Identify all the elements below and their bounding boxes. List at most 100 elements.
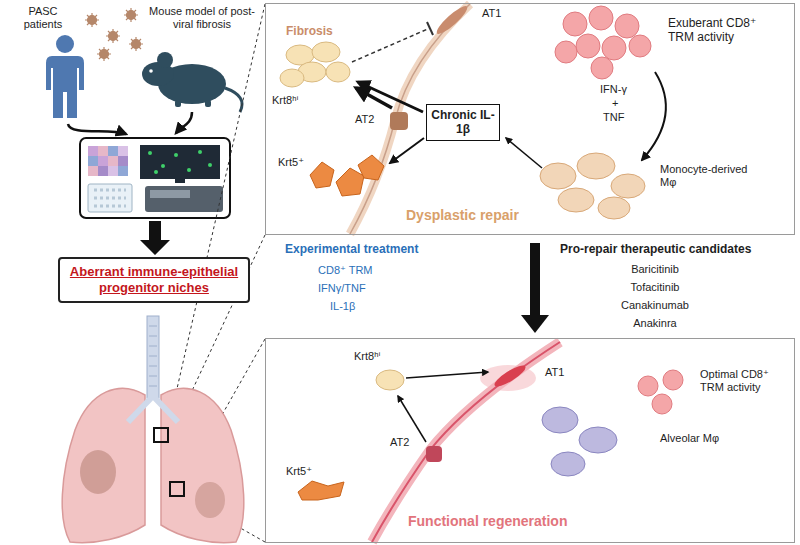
t-cell bbox=[652, 394, 672, 414]
macrophage bbox=[577, 153, 615, 179]
block-arrow bbox=[521, 243, 549, 333]
cd8-trm-cells bbox=[638, 370, 683, 414]
annotation-label: PASC patients bbox=[10, 5, 76, 31]
macrophage bbox=[598, 197, 630, 219]
annotation-label: Krt5⁺ bbox=[278, 156, 304, 169]
alveolar-macrophages bbox=[542, 407, 617, 476]
mouse-foot bbox=[205, 100, 211, 107]
macrophage bbox=[551, 452, 585, 476]
macrophage bbox=[558, 188, 594, 212]
krt5-cell bbox=[298, 481, 344, 500]
monitor-stand bbox=[175, 179, 185, 183]
patient-icon bbox=[46, 35, 84, 118]
head bbox=[56, 35, 74, 53]
heatmap-cell bbox=[118, 146, 128, 156]
heatmap-cell bbox=[88, 166, 98, 176]
t-cell bbox=[615, 14, 639, 38]
zoom-line bbox=[168, 4, 265, 428]
virus-spikes bbox=[129, 37, 143, 51]
differentiation-arrow bbox=[406, 372, 488, 378]
annotation-label: AT1 bbox=[482, 7, 501, 20]
monocyte-macrophages bbox=[540, 153, 645, 219]
cell-dot bbox=[154, 170, 158, 174]
bronchi bbox=[128, 396, 178, 422]
krt8-cell bbox=[326, 62, 350, 82]
krt8-cell bbox=[376, 370, 404, 390]
cell-dot bbox=[148, 151, 152, 155]
dysplastic-niche-art bbox=[280, 3, 666, 234]
zoom-square bbox=[170, 482, 184, 496]
instrument-body bbox=[145, 186, 223, 212]
plate-icon bbox=[88, 184, 132, 212]
differentiation-arrow bbox=[398, 396, 426, 442]
cytokine-arrow bbox=[642, 72, 666, 160]
virus-spikes bbox=[85, 13, 99, 27]
annotation-label: Krt8ʰⁱ bbox=[354, 350, 380, 363]
at2-cell bbox=[390, 112, 408, 130]
signal-arrow bbox=[506, 138, 542, 168]
cytokine-label: Chronic IL-1β bbox=[431, 108, 495, 137]
instrument-panel bbox=[150, 190, 190, 198]
virus bbox=[97, 47, 111, 61]
annotation-label: TNF bbox=[603, 111, 624, 124]
annotation-label: Krt8ʰⁱ bbox=[272, 94, 298, 107]
plate bbox=[88, 184, 132, 212]
heatmap-cell bbox=[88, 146, 98, 156]
flow-arrow bbox=[176, 112, 192, 133]
lungs bbox=[62, 316, 244, 543]
heatmap-cell bbox=[98, 166, 108, 176]
t-cell bbox=[629, 35, 651, 57]
blocked-differentiation bbox=[352, 28, 430, 62]
cell-dot bbox=[208, 163, 212, 167]
at1-cell bbox=[492, 362, 528, 390]
inhibition-bar bbox=[427, 22, 433, 35]
at1-cell bbox=[434, 3, 470, 37]
monitor-icon bbox=[140, 145, 220, 183]
annotation-label: IL-1β bbox=[330, 300, 355, 313]
annotation-label: + bbox=[612, 97, 618, 110]
lesion bbox=[80, 450, 116, 494]
annotation-label: Fibrosis bbox=[286, 24, 333, 38]
heatmap-cell bbox=[118, 166, 128, 176]
niche-title: Aberrant immune-epithelial progenitor ni… bbox=[66, 264, 242, 296]
right-lung bbox=[161, 388, 244, 542]
krt8-cell bbox=[280, 69, 304, 87]
annotation-label: AT1 bbox=[545, 366, 564, 379]
virus-spikes bbox=[124, 8, 138, 22]
t-cell bbox=[663, 370, 683, 390]
mouse-ear bbox=[157, 52, 173, 68]
macrophage bbox=[579, 427, 617, 453]
annotation-label: Baricitinib bbox=[600, 263, 710, 276]
heatmap-cell bbox=[118, 156, 128, 166]
t-cell bbox=[555, 41, 577, 63]
regeneration-niche-art bbox=[298, 342, 683, 542]
heatmap-cell bbox=[98, 156, 108, 166]
annotation-label: Krt5⁺ bbox=[286, 465, 312, 478]
cell-dot bbox=[187, 168, 191, 172]
heatmap-cell bbox=[98, 146, 108, 156]
cell-dot bbox=[174, 153, 178, 157]
heatmap-cell bbox=[108, 156, 118, 166]
krt5-cell bbox=[336, 168, 364, 196]
krt5-cells bbox=[310, 155, 384, 196]
t-cell bbox=[563, 12, 587, 36]
trachea-rings bbox=[149, 326, 157, 386]
trachea bbox=[147, 316, 159, 398]
annotation-label: Optimal CD8⁺ TRM activity bbox=[700, 368, 792, 394]
instrument-icon bbox=[145, 186, 223, 212]
virus-particles bbox=[85, 8, 143, 61]
macrophage bbox=[540, 163, 576, 189]
virus bbox=[124, 8, 138, 22]
heatmap-icon bbox=[88, 146, 128, 176]
t-cell bbox=[576, 34, 600, 58]
monitor-screen bbox=[140, 145, 220, 179]
arrow-shaft bbox=[530, 243, 540, 315]
methods-box bbox=[80, 138, 230, 218]
t-cell bbox=[591, 57, 613, 79]
krt8-cells bbox=[280, 42, 350, 87]
panel-title: Dysplastic repair bbox=[406, 207, 519, 223]
alveolar-membrane bbox=[372, 342, 560, 542]
annotation-label: Mouse model of post-viral fibrosis bbox=[146, 5, 258, 31]
t-cell bbox=[602, 36, 626, 60]
macrophage bbox=[542, 407, 578, 433]
